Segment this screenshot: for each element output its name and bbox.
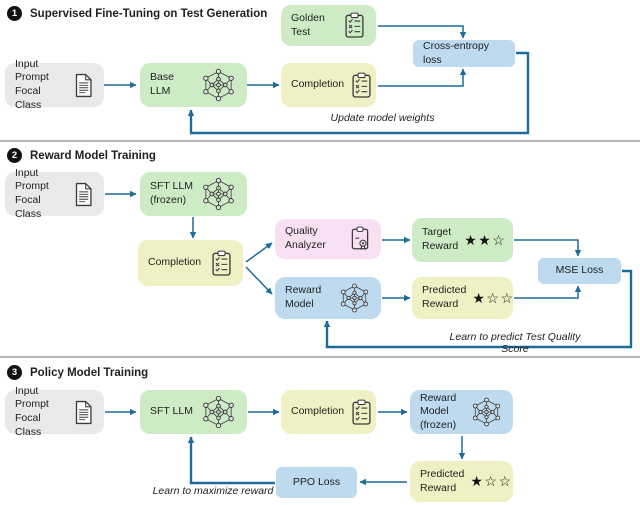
- cross-entropy-loss-box: Cross-entropy loss: [413, 40, 515, 67]
- label-line: Predicted: [422, 284, 467, 297]
- section-divider-1: [0, 140, 640, 142]
- section-2-header: 2 Reward Model Training: [7, 148, 156, 163]
- completion-box-s1: Completion: [281, 63, 376, 107]
- quality-analyzer-label: Quality Analyzer: [285, 225, 326, 251]
- neural-network-icon: [200, 68, 237, 102]
- input-prompt-box-s1: Input Prompt Focal Class: [5, 58, 104, 111]
- completion-box-s2: Completion: [138, 240, 243, 286]
- label-line: Focal Class: [15, 85, 42, 111]
- predicted-reward-label-s2: Predicted Reward: [422, 284, 466, 311]
- section-divider-2: [0, 356, 640, 358]
- label-line: Target: [422, 226, 452, 239]
- cross-entropy-loss-label: Cross-entropy loss: [423, 39, 489, 66]
- sft-llm-frozen-box: SFT LLM (frozen): [140, 172, 247, 216]
- quality-analyzer-box: Quality Analyzer: [275, 219, 381, 259]
- quality-certificate-icon: [349, 226, 371, 252]
- label-line: (frozen): [420, 418, 457, 431]
- sft-llm-frozen-label: SFT LLM (frozen): [150, 180, 193, 207]
- input-prompt-box-s2: Input Prompt Focal Class: [5, 167, 104, 220]
- input-prompt-label-s3: Input Prompt Focal Class: [15, 385, 67, 440]
- target-reward-box: Target Reward ★★☆: [412, 218, 513, 262]
- arrow-s2-completion-to-rewardmodel: [245, 266, 273, 295]
- label-line: Reward: [422, 240, 459, 252]
- ppo-loss-label: PPO Loss: [292, 475, 341, 488]
- target-star-rating: ★★☆: [464, 231, 507, 248]
- arrow-s2-target-to-mse: [514, 239, 582, 257]
- feedback-label-s2: Learn to predict Test Quality Score: [449, 331, 581, 355]
- completion-label-s1: Completion: [291, 78, 345, 91]
- label-line: Focal Class: [15, 194, 42, 220]
- neural-network-icon: [200, 177, 237, 211]
- feedback-label-s3: Learn to maximize reward: [152, 485, 274, 497]
- label-line: Reward Model: [420, 391, 457, 418]
- sft-llm-box-s3: SFT LLM: [140, 390, 247, 434]
- reward-model-label-s2: Reward Model: [285, 284, 322, 310]
- completion-label-s3: Completion: [291, 405, 345, 418]
- section-1-title: Supervised Fine-Tuning on Test Generatio…: [30, 7, 268, 20]
- neural-network-icon: [470, 397, 503, 427]
- predicted-reward-box-s3: Predicted Reward ★☆☆: [410, 461, 513, 502]
- sft-llm-label-s3: SFT LLM: [150, 405, 193, 418]
- clipboard-checklist-icon: [350, 72, 373, 99]
- section-3-title: Policy Model Training: [30, 366, 149, 379]
- label-line: Input Prompt: [15, 166, 49, 193]
- mse-loss-box: MSE Loss: [538, 258, 621, 284]
- predicted-star-rating-s2: ★☆☆: [472, 289, 515, 306]
- reward-model-frozen-label: Reward Model (frozen): [420, 392, 464, 433]
- clipboard-checklist-icon: [350, 399, 373, 426]
- label-line: Focal Class: [15, 412, 42, 438]
- feedback-label-s1: Update model weights: [330, 112, 435, 124]
- input-prompt-box-s3: Input Prompt Focal Class: [5, 385, 104, 438]
- document-icon: [73, 73, 94, 98]
- predicted-reward-box-s2: Predicted Reward ★☆☆: [412, 277, 513, 319]
- arrow-s2-completion-to-analyzer: [245, 242, 273, 263]
- input-prompt-label-s1: Input Prompt Focal Class: [15, 58, 67, 113]
- label-line: Input Prompt: [15, 57, 49, 84]
- base-llm-box: Base LLM: [140, 63, 247, 107]
- completion-label-s2: Completion: [148, 256, 202, 269]
- section-2-number-badge: 2: [7, 148, 22, 163]
- arrow-s1-golden-to-celoss: [378, 25, 467, 39]
- arrow-s2-predicted-to-mse: [514, 285, 582, 299]
- neural-network-icon: [200, 395, 237, 429]
- document-icon: [73, 400, 94, 425]
- predicted-star-rating-s3: ★☆☆: [470, 473, 513, 490]
- label-line: SFT LLM: [150, 180, 193, 193]
- golden-test-box: Golden Test: [281, 5, 376, 46]
- input-prompt-label-s2: Input Prompt Focal Class: [15, 167, 67, 222]
- section-3-number-badge: 3: [7, 365, 22, 380]
- label-line: Input Prompt: [15, 384, 49, 411]
- section-2-title: Reward Model Training: [30, 149, 156, 162]
- arrow-s1-completion-to-celoss: [378, 68, 467, 87]
- feedback-loop-s3-maximize-reward: [187, 436, 275, 485]
- clipboard-checklist-icon: [343, 12, 366, 39]
- section-1-header: 1 Supervised Fine-Tuning on Test Generat…: [7, 6, 267, 21]
- reward-model-frozen-box: Reward Model (frozen): [410, 390, 513, 434]
- section-1-number-badge: 1: [7, 6, 22, 21]
- neural-network-icon: [338, 283, 371, 313]
- mse-loss-label: MSE Loss: [555, 264, 604, 277]
- ppo-loss-box: PPO Loss: [276, 467, 357, 498]
- completion-box-s3: Completion: [281, 390, 376, 434]
- label-line: Reward: [422, 298, 459, 310]
- predicted-reward-label-s3: Predicted Reward: [420, 468, 464, 495]
- base-llm-label: Base LLM: [150, 71, 174, 97]
- label-line: Predicted: [420, 467, 465, 480]
- clipboard-checklist-icon: [210, 250, 233, 277]
- golden-test-label: Golden Test: [291, 11, 325, 38]
- reward-model-box-s2: Reward Model: [275, 277, 381, 319]
- label-line: Reward: [420, 481, 457, 494]
- document-icon: [73, 182, 94, 207]
- target-reward-label: Target Reward: [422, 226, 458, 253]
- label-line: (frozen): [150, 194, 187, 206]
- section-3-header: 3 Policy Model Training: [7, 365, 148, 380]
